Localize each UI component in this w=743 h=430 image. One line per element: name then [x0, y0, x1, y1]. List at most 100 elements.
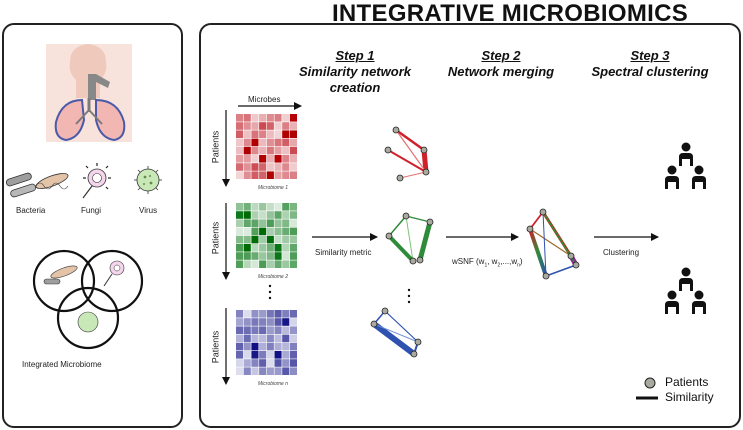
matrix-cell: [289, 342, 297, 351]
person-icon-head: [667, 165, 677, 175]
matrix-cell: [259, 351, 267, 359]
matrix-cell: [251, 203, 259, 211]
matrix-cell: [259, 146, 267, 155]
wsnf-sub-2: 2: [497, 262, 501, 269]
network-microbiome-n: [370, 307, 422, 358]
matrix-cell: [251, 219, 259, 227]
venn-diagram: [32, 249, 144, 350]
matrix-cell: [236, 359, 244, 367]
matrix-microbiome-1: [236, 114, 297, 179]
matrix-cell: [282, 203, 290, 211]
person-icon-body: [692, 301, 706, 314]
matrix-cell: [282, 122, 290, 130]
matrix-cell: [236, 122, 244, 130]
person-icon-body: [679, 153, 693, 166]
matrix-cell: [289, 235, 297, 244]
wsnf-sub-1: 1: [484, 262, 488, 269]
matrix-cell: [259, 203, 267, 211]
step-2-name-line1: Network merging: [447, 64, 555, 79]
network-microbiome-2: [385, 212, 434, 265]
matrix-cell: [243, 244, 251, 252]
matrix-cell: [236, 171, 244, 179]
matrix-cell: [259, 326, 267, 334]
matrix-cell: [289, 310, 297, 318]
legend: [636, 377, 658, 400]
matrix-cell: [266, 146, 274, 155]
matrix-cell: [259, 163, 267, 171]
matrix-cell: [289, 318, 297, 326]
matrix-cell: [282, 138, 290, 147]
matrix-cell: [266, 367, 274, 375]
matrix-cell: [243, 359, 251, 367]
person-icon-head: [681, 142, 691, 152]
matrix-cell: [259, 310, 267, 318]
matrix-cell: [282, 318, 290, 326]
virus-icon: [134, 166, 162, 194]
lungs-icon: [46, 44, 132, 142]
matrix-cell: [266, 203, 274, 211]
matrix-cell: [274, 211, 282, 219]
vertical-ellipsis: [268, 284, 411, 304]
matrix-cell: [251, 252, 259, 260]
matrix-cell: [259, 130, 267, 138]
matrix-caption-1: Microbiome 1: [258, 185, 289, 191]
matrix-cell: [289, 252, 297, 260]
person-icon-head: [694, 290, 704, 300]
matrix-cell: [243, 260, 251, 268]
matrix-cell: [266, 211, 274, 219]
matrix-cell: [251, 130, 259, 138]
matrix-cell: [236, 342, 244, 351]
matrix-cell: [251, 351, 259, 359]
matrix-cell: [289, 326, 297, 334]
matrix-cell: [259, 155, 267, 163]
person-icon-head: [681, 267, 691, 277]
matrix-cell: [236, 351, 244, 359]
matrix-cell: [282, 244, 290, 252]
matrix-cell: [266, 342, 274, 351]
matrix-cell: [266, 334, 274, 343]
matrix-cell: [251, 122, 259, 130]
bacteria-label: Bacteria: [16, 206, 46, 215]
matrix-cell: [259, 334, 267, 343]
matrix-cell: [266, 227, 274, 236]
wsnf-sep-2: ,...,w: [500, 257, 518, 266]
matrix-cell: [243, 203, 251, 211]
step-2-number: Step 2: [481, 48, 521, 63]
matrix-cell: [274, 203, 282, 211]
matrix-cell: [266, 310, 274, 318]
matrix-cell: [236, 138, 244, 147]
network-microbiome-1: [384, 126, 430, 182]
legend-patient-marker: [644, 377, 656, 389]
matrix-cell: [259, 171, 267, 179]
matrix-cell: [251, 367, 259, 375]
matrix-cell: [274, 326, 282, 334]
matrix-cell: [289, 227, 297, 236]
matrix-cell: [251, 318, 259, 326]
matrix-cell: [243, 351, 251, 359]
matrix-cell: [236, 318, 244, 326]
matrix-cell: [282, 146, 290, 155]
matrix-cell: [274, 334, 282, 343]
matrix-cell: [282, 219, 290, 227]
matrix-cell: [243, 130, 251, 138]
person-icon-body: [679, 278, 693, 291]
matrix-cell: [251, 138, 259, 147]
matrix-cell: [236, 367, 244, 375]
matrix-cell: [243, 310, 251, 318]
matrix-cell: [282, 252, 290, 260]
matrix-cell: [236, 310, 244, 318]
matrix-cell: [243, 171, 251, 179]
matrix-cell: [236, 260, 244, 268]
right-panel: [199, 23, 741, 428]
matrix-cell: [236, 203, 244, 211]
wsnf-sub-n: n: [517, 262, 520, 269]
matrix-cell: [289, 219, 297, 227]
matrix-cell: [243, 155, 251, 163]
matrix-cell: [236, 211, 244, 219]
matrix-cell: [282, 310, 290, 318]
matrix-cell: [236, 146, 244, 155]
matrix-cell: [251, 326, 259, 334]
matrix-cell: [274, 114, 282, 122]
matrix-cell: [243, 326, 251, 334]
